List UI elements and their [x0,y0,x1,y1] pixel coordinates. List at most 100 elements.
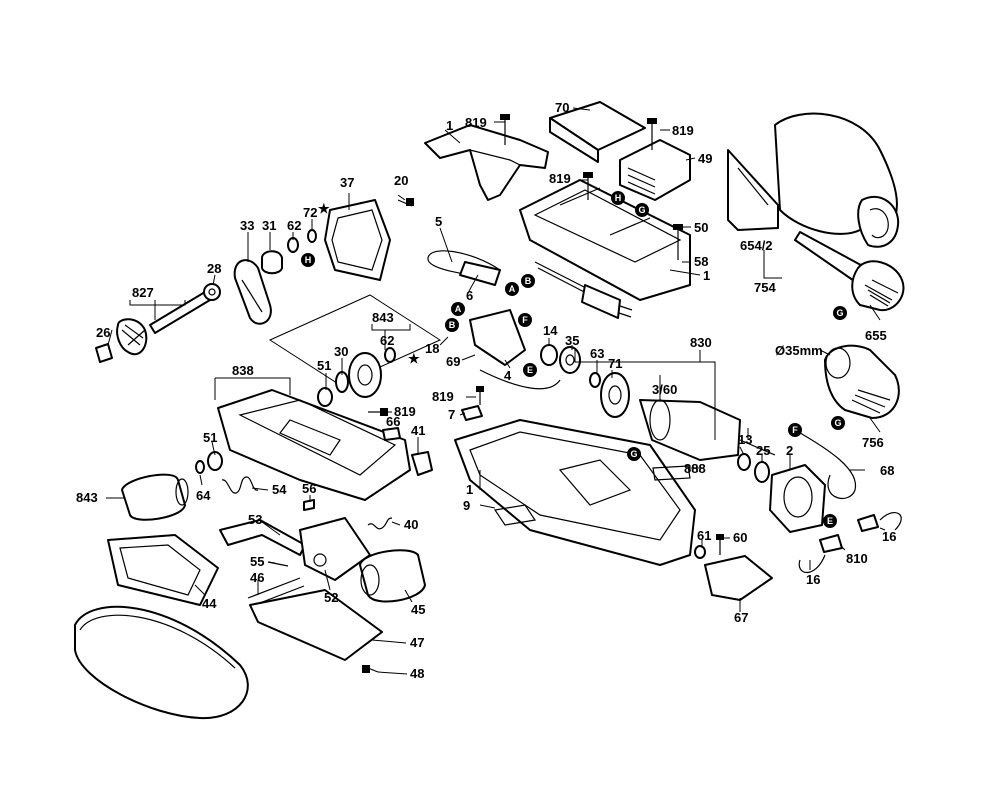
spring-40 [367,517,393,530]
tension-plate-52 [299,517,371,581]
label-51-a: 51 [317,358,331,373]
label-14: 14 [543,323,558,338]
label-72: 72 [303,205,317,220]
svg-text:B: B [449,320,456,330]
star-2: ★ [408,351,420,366]
label-45: 45 [411,602,425,617]
label-819-b: 819 [672,123,694,138]
label-2: 2 [786,443,793,458]
drive-bracket-lines [268,294,442,386]
label-53: 53 [248,512,262,527]
cover-plate-70 [549,101,646,163]
label-68: 68 [880,463,894,478]
svg-text:H: H [615,193,622,203]
callout-G4: G [627,447,641,461]
belt-cover-37 [324,199,391,281]
callout-F1: F [518,313,532,327]
label-69: 69 [446,354,460,369]
svg-text:A: A [509,284,516,294]
label-56: 56 [302,481,316,496]
callout-G3: G [831,416,845,430]
label-13: 13 [738,432,752,447]
frame-838 [217,389,411,501]
label-35mm: Ø35mm [775,343,823,358]
label-40: 40 [404,517,418,532]
svg-text:B: B [525,276,532,286]
label-1-a: 1 [446,118,453,133]
knob-67 [704,555,773,601]
svg-text:F: F [792,425,798,435]
toothed-belt-33 [233,259,272,325]
screw-819-e [476,386,484,405]
label-819-e: 819 [432,389,454,404]
screw-60 [716,534,724,555]
label-51-b: 51 [203,430,217,445]
label-66: 66 [386,414,400,429]
label-55: 55 [250,554,264,569]
svg-text:G: G [638,205,645,215]
armature-3-60 [639,399,776,461]
switch-housing-49 [619,139,691,201]
callout-F2: F [788,423,802,437]
label-62-a: 62 [287,218,301,233]
label-70: 70 [555,100,569,115]
label-810: 810 [846,551,868,566]
leader-lines [106,107,886,675]
label-754: 754 [754,280,776,295]
label-28: 28 [207,261,221,276]
label-16-a: 16 [882,529,896,544]
callout-G2: G [833,306,847,320]
label-54: 54 [272,482,287,497]
screw-48 [362,665,379,673]
star-1: ★ [318,201,330,216]
label-843-a: 843 [372,310,394,325]
handle-part-1 [424,124,549,201]
washer-61 [694,545,706,559]
svg-text:H: H [305,255,312,265]
label-46: 46 [250,570,264,585]
svg-text:E: E [827,516,833,526]
label-6: 6 [466,288,473,303]
fan-25 [754,461,770,483]
label-63: 63 [590,346,604,361]
bearing-14 [540,344,558,366]
label-71: 71 [608,356,622,371]
label-9: 9 [463,498,470,513]
label-26: 26 [96,325,110,340]
label-52: 52 [324,590,338,605]
label-3-60: 3/60 [652,382,677,397]
svg-text:A: A [455,304,462,314]
washer-62-a [287,237,299,253]
label-843-b: 843 [76,490,98,505]
front-housing-44 [107,534,219,606]
lever-53 [219,519,306,556]
callout-B1: B [521,274,535,288]
label-9 [493,504,537,526]
shaft-827 [116,291,211,356]
spring-54 [221,476,259,494]
svg-text:G: G [834,418,841,428]
label-819-d: 819 [394,404,416,419]
bearing-51-b [207,451,223,471]
label-1-c: 1 [466,482,473,497]
roller-843-b [121,473,189,521]
label-888: 888 [684,461,706,476]
label-5: 5 [435,214,442,229]
label-18: 18 [425,341,439,356]
washer-62-b [384,347,396,363]
label-654-2: 654/2 [740,238,773,253]
motor-cover-housing [519,179,691,301]
washer-72 [307,229,317,243]
label-49: 49 [698,151,712,166]
label-33: 33 [240,218,254,233]
label-30: 30 [334,344,348,359]
clip-7 [461,405,483,421]
label-47: 47 [410,635,424,650]
wire-68 [794,429,857,499]
label-25: 25 [756,443,770,458]
callout-E2: E [823,514,837,528]
label-756: 756 [862,435,884,450]
callout-H1: H [301,253,315,267]
roller-45 [359,549,426,603]
